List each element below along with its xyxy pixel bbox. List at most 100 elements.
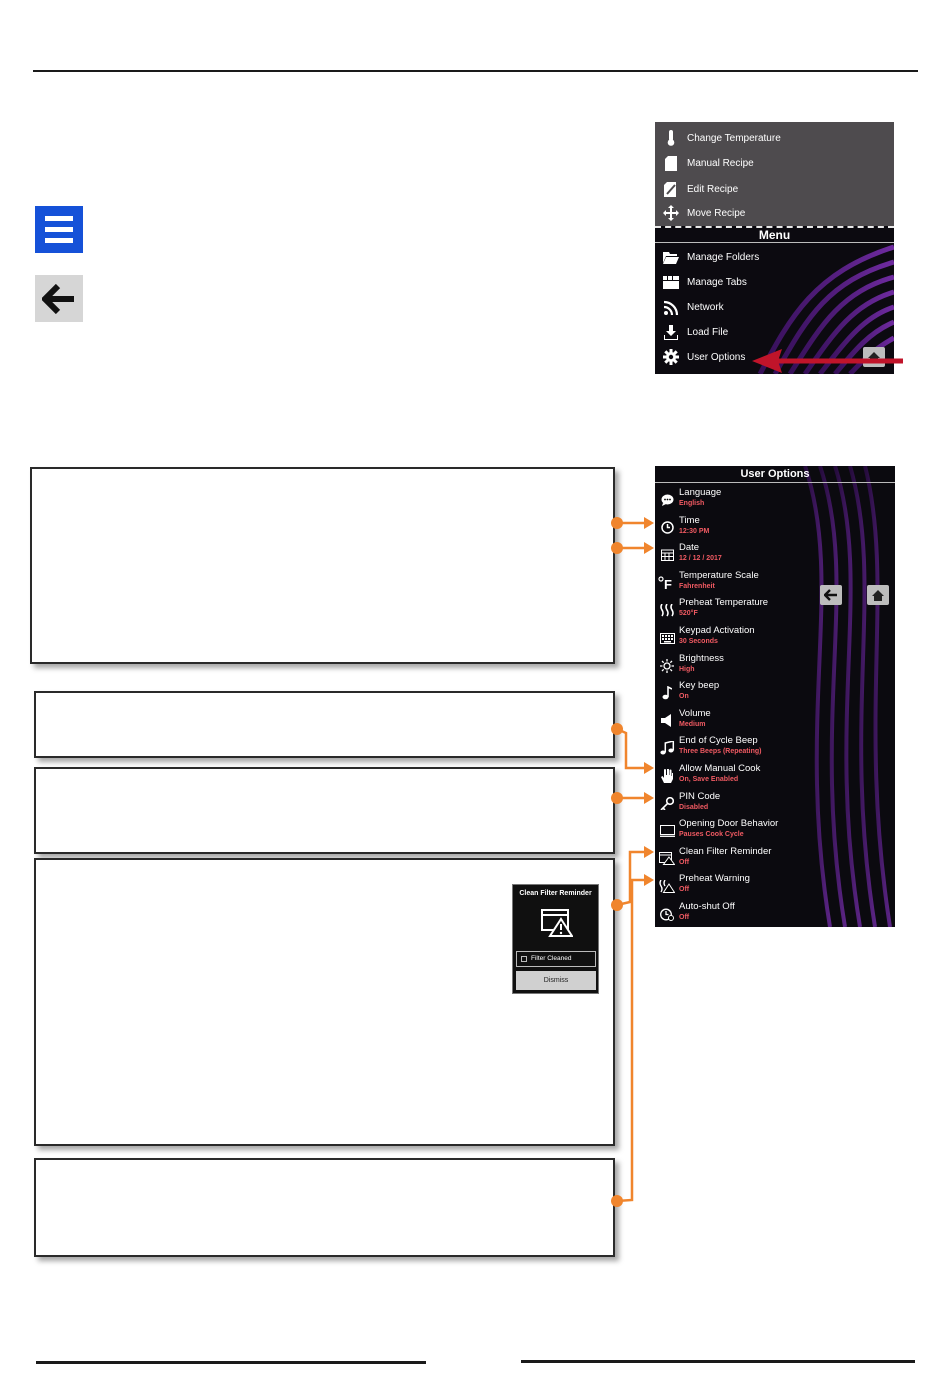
header-rule (33, 70, 918, 72)
time-date-description-box (30, 467, 615, 664)
folder-icon (655, 251, 687, 264)
calendar-icon (657, 547, 677, 563)
checkbox-label: Filter Cleaned (531, 955, 572, 962)
callout-dot (611, 792, 623, 804)
menu-item-label: Manage Folders (687, 251, 760, 263)
fahrenheit-icon: F (657, 575, 677, 591)
dismiss-button[interactable]: Dismiss (516, 971, 596, 990)
svg-text:F: F (664, 577, 672, 590)
menu-item-label: Manage Tabs (687, 276, 747, 288)
allow-manual-cook-description-box (34, 691, 615, 758)
menu-screenshot: Change Temperature Manual Recipe Edit Re… (655, 122, 894, 374)
menu-item-label: Move Recipe (687, 207, 746, 219)
option-name: Time (679, 514, 700, 526)
option-name: Clean Filter Reminder (679, 845, 772, 857)
callout-dot (611, 542, 623, 554)
option-value: Off (679, 914, 690, 921)
option-value: Disabled (679, 803, 709, 811)
clean-filter-description-box (34, 858, 615, 1146)
menu-item-change-temperature[interactable]: Change Temperature (655, 127, 894, 149)
option-value: Fahrenheit (679, 582, 715, 590)
red-pointer-arrow (752, 349, 903, 373)
menu-item-edit-recipe[interactable]: Edit Recipe (655, 178, 894, 200)
option-name: Temperature Scale (679, 569, 759, 581)
clean-filter-reminder-dialog: Clean Filter Reminder Filter Cleaned Dis… (512, 884, 599, 994)
option-value: Three Beeps (Repeating) (679, 748, 762, 756)
menu-button-icon (35, 206, 83, 253)
menu-item-manage-tabs[interactable]: Manage Tabs (655, 271, 894, 293)
menu-item-manual-recipe[interactable]: Manual Recipe (655, 152, 894, 174)
preheat-warning-icon (657, 878, 677, 894)
music-notes-icon (657, 740, 677, 756)
option-name: End of Cycle Beep (679, 735, 758, 747)
filter-warning-icon (657, 851, 677, 867)
back-arrow-icon (35, 275, 83, 322)
menu-item-manage-folders[interactable]: Manage Folders (655, 246, 894, 268)
tabs-icon (655, 275, 687, 289)
home-button[interactable] (867, 585, 889, 605)
heat-icon (657, 602, 677, 618)
swirl-background (803, 466, 892, 927)
menu-item-network[interactable]: Network (655, 296, 894, 318)
back-button[interactable] (820, 585, 842, 605)
timer-off-icon (657, 906, 677, 922)
pin-code-description-box (34, 767, 615, 854)
option-name: Brightness (679, 652, 724, 664)
download-icon (655, 324, 687, 340)
option-name: Date (679, 542, 700, 554)
key-icon (657, 796, 677, 812)
filter-cleaned-checkbox[interactable]: Filter Cleaned (516, 951, 596, 967)
menu-item-label: Network (687, 301, 724, 313)
option-value: On, Save Enabled (679, 776, 739, 783)
auto-shut-off-description-box (34, 1158, 615, 1257)
callout-dot (611, 1195, 623, 1207)
callout-dot (611, 723, 623, 735)
option-name: Volume (679, 707, 711, 719)
callout-dot (611, 899, 623, 911)
clock-icon (657, 520, 677, 536)
option-value: 30 Seconds (679, 638, 718, 645)
menu-item-label: Load File (687, 326, 729, 338)
option-value: 12:30 PM (679, 527, 710, 535)
menu-item-user-options[interactable]: User Options (655, 346, 894, 368)
chat-icon (657, 492, 677, 508)
swirl-background (757, 244, 894, 374)
menu-item-label: User Options (687, 351, 746, 363)
callout-lines (616, 521, 650, 1203)
network-icon (655, 300, 687, 315)
callout-auto-shut-line (616, 878, 650, 1203)
edit-icon (655, 181, 687, 197)
option-value: Medium (679, 720, 706, 728)
callout-manual-cook-line (616, 727, 650, 770)
option-value: Off (679, 858, 690, 866)
menu-item-load-file[interactable]: Load File (655, 321, 894, 343)
menu-item-move-recipe[interactable]: Move Recipe (655, 202, 894, 224)
thermometer-icon (655, 130, 687, 146)
menu-title: Menu (655, 228, 894, 243)
music-note-icon (657, 685, 677, 701)
gear-icon (655, 349, 687, 365)
option-name: Opening Door Behavior (679, 818, 779, 830)
callout-dot (611, 517, 623, 529)
dialog-title: Clean Filter Reminder (519, 890, 592, 897)
option-name: Language (679, 487, 722, 498)
option-name: Auto-shut Off (679, 901, 735, 912)
option-value: Off (679, 886, 690, 894)
callout-clean-filter-line (616, 850, 650, 907)
